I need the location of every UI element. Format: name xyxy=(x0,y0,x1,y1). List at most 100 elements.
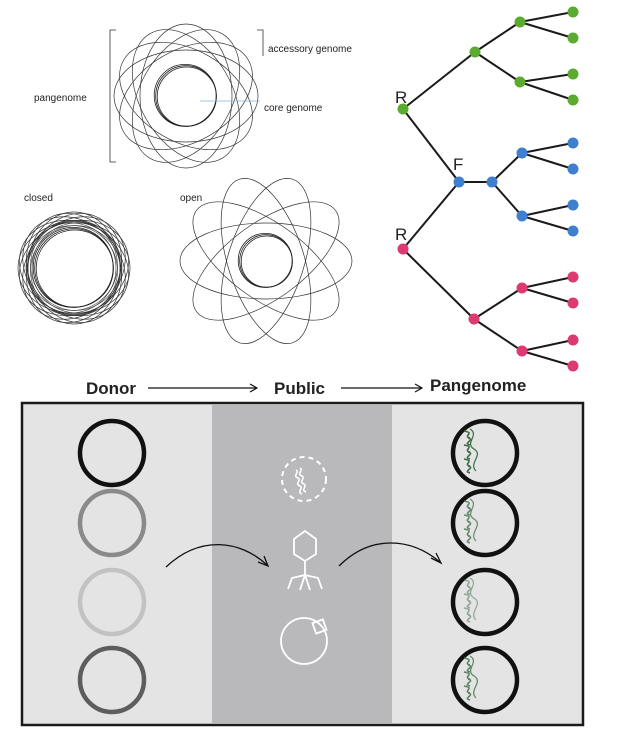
tree-edge-r2-p1 xyxy=(402,248,475,320)
acquired-gene-strand-2 xyxy=(469,498,478,542)
open-ellipse xyxy=(192,201,340,321)
donor-genomes xyxy=(77,418,147,715)
vesicle-element xyxy=(280,617,328,665)
closed-ellipse xyxy=(22,216,126,320)
tree-node-g7 xyxy=(567,94,579,106)
tree-edge-g1-g3 xyxy=(474,51,521,83)
tree-edge-p3-p7 xyxy=(521,350,574,367)
donor-genome-ring-1 xyxy=(77,418,147,488)
recipient-genome-ring-1 xyxy=(450,418,520,488)
tree-edge-r1-g1 xyxy=(402,51,476,110)
tree-node-p3 xyxy=(516,345,528,357)
tree-node-b7 xyxy=(567,225,579,237)
arrowhead-public-pangenome xyxy=(414,383,424,393)
tree-node-p6 xyxy=(567,334,579,346)
recipient-genome-ring-3 xyxy=(450,567,520,637)
pangenome-bracket xyxy=(109,29,116,163)
open-ellipse xyxy=(192,201,340,321)
open-ellipse xyxy=(220,178,312,344)
tree-node-b1 xyxy=(486,176,498,188)
fusion-label: F xyxy=(453,155,463,174)
main-ellipse xyxy=(119,41,253,151)
recipient-genome-ring-4 xyxy=(450,645,520,715)
open-core-circle xyxy=(240,235,293,288)
closed-pangenome: closed xyxy=(17,193,131,325)
pangenome-heading: Pangenome xyxy=(430,376,526,395)
root-label-bottom: R xyxy=(395,225,407,244)
closed-ellipses xyxy=(17,211,131,325)
tree-node-p4 xyxy=(567,271,579,283)
donor-heading: Donor xyxy=(86,379,136,398)
tree-node-b6 xyxy=(567,199,579,211)
tree-node-b4 xyxy=(567,137,579,149)
transfer-arrow-left xyxy=(165,543,268,568)
tree-edge-b3-b7 xyxy=(521,215,574,232)
main-ellipse xyxy=(139,23,233,169)
acquired-gene-insert-2 xyxy=(463,500,472,544)
main-ellipse xyxy=(113,49,259,143)
tree-edge-b1-b2 xyxy=(491,152,523,183)
open-label: open xyxy=(180,193,202,204)
donor-genome-ring-4 xyxy=(77,645,147,715)
main-core-circle xyxy=(156,66,217,127)
tree-edge-p2-p5 xyxy=(521,287,574,304)
acquired-gene-strand-3 xyxy=(469,577,478,621)
tree-edge-p1-p2 xyxy=(473,287,523,320)
tree-edge-g2-g4 xyxy=(519,11,574,23)
accessory-genome-label: accessory genome xyxy=(268,44,352,55)
transfer-arrowhead-left xyxy=(257,555,270,568)
closed-ellipse xyxy=(22,216,126,320)
flow-header: Donor Public Pangenome xyxy=(86,376,526,398)
tree-node-g1 xyxy=(469,46,481,58)
open-ellipses xyxy=(179,178,353,344)
panel-border xyxy=(20,401,585,727)
donor-genome-ring-3 xyxy=(77,567,147,637)
tree-node-r1 xyxy=(397,103,409,115)
tree-node-g5 xyxy=(567,32,579,44)
tree-edge-p3-p6 xyxy=(521,339,574,352)
acquired-gene-strand-1 xyxy=(469,428,478,472)
dna-strand-icon xyxy=(294,469,303,495)
tree-nodes xyxy=(397,6,579,372)
tree-edge-g2-g5 xyxy=(519,21,574,39)
acquired-gene-insert-1 xyxy=(463,430,472,474)
phage-legs-icon xyxy=(287,574,323,591)
transfer-arrow-right xyxy=(338,542,441,567)
tree-node-g4 xyxy=(567,6,579,18)
acquired-gene-strand-4 xyxy=(469,655,478,699)
tree-edge-b3-b6 xyxy=(521,204,574,217)
main-ellipse xyxy=(119,41,253,151)
tree-node-b3 xyxy=(516,210,528,222)
open-pangenome: open xyxy=(179,178,353,344)
tree-edge-r1-f xyxy=(402,108,460,183)
closed-ellipse xyxy=(26,212,122,324)
vesicle-cargo-icon xyxy=(311,618,328,635)
tree-node-g2 xyxy=(514,16,526,28)
pangenome-venn: pangenome accessory genome core genome xyxy=(34,23,352,169)
tree-node-g6 xyxy=(567,68,579,80)
closed-label: closed xyxy=(24,193,53,204)
tree-node-f xyxy=(453,176,465,188)
tree-edges xyxy=(402,11,574,367)
open-ellipse xyxy=(220,178,312,344)
plasmid-icon xyxy=(281,456,327,502)
tree-edge-g3-g7 xyxy=(519,81,574,101)
closed-ellipse xyxy=(17,221,131,315)
tree-edge-p2-p4 xyxy=(521,276,574,289)
phage-element xyxy=(287,530,323,591)
tree-node-p1 xyxy=(468,313,480,325)
acquired-gene-insert-3 xyxy=(463,579,472,623)
tree-node-r2 xyxy=(397,243,409,255)
tree-node-p7 xyxy=(567,360,579,372)
tree-edge-g1-g2 xyxy=(474,21,521,53)
tree-edge-g3-g6 xyxy=(519,73,574,83)
dna-strand-icon-b xyxy=(298,467,307,493)
public-heading: Public xyxy=(274,379,325,398)
open-ellipse xyxy=(179,222,353,300)
recipient-genome-ring-2 xyxy=(450,488,520,558)
tree-node-p5 xyxy=(567,297,579,309)
pangenome-label: pangenome xyxy=(34,93,87,104)
tree-node-b5 xyxy=(567,163,579,175)
plasmid-element xyxy=(281,456,327,502)
main-ellipse xyxy=(131,29,241,163)
